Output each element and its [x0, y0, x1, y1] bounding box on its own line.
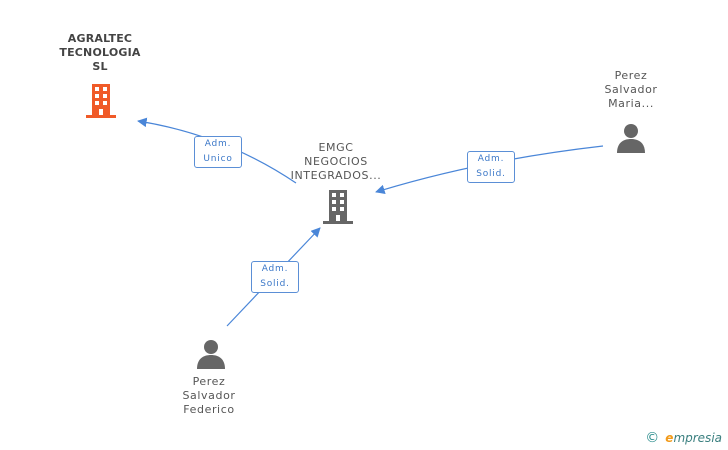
building-icon[interactable]	[322, 190, 354, 224]
building-icon[interactable]	[85, 84, 117, 118]
node-label-agraltec[interactable]: AGRALTEC TECNOLOGIA SL	[59, 32, 141, 73]
brand-footer: © empresia	[645, 430, 722, 446]
node-label-perez-federico[interactable]: Perez Salvador Federico	[182, 375, 236, 416]
edge-label-adm-solid-federico: Adm. Solid.	[251, 261, 299, 293]
edge-label-adm-unico: Adm. Unico	[194, 136, 242, 168]
person-icon[interactable]	[616, 123, 646, 153]
person-icon[interactable]	[196, 339, 226, 369]
copyright-icon: ©	[645, 430, 660, 446]
node-label-emgc[interactable]: EMGC NEGOCIOS INTEGRADOS...	[290, 141, 382, 182]
empresia-logo[interactable]: empresia	[665, 431, 722, 445]
edge-label-adm-solid-maria: Adm. Solid.	[467, 151, 515, 183]
node-label-perez-maria[interactable]: Perez Salvador Maria...	[604, 69, 658, 110]
